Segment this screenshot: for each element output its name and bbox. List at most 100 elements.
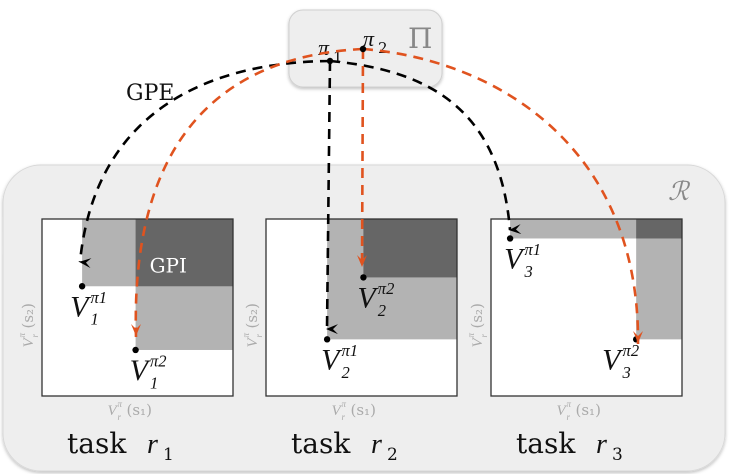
value-label-pi2-sup: π2 bbox=[150, 351, 167, 370]
y-axis-sup: π bbox=[241, 333, 251, 338]
x-axis-V: V bbox=[332, 403, 343, 419]
y-axis-arg: (s₂) bbox=[468, 303, 486, 328]
y-axis-arg: (s₂) bbox=[19, 303, 37, 328]
gpi-region bbox=[135, 219, 233, 287]
value-label-pi2-sup: π2 bbox=[378, 279, 395, 298]
gpi-region bbox=[636, 219, 682, 239]
y-axis-V: V bbox=[21, 337, 37, 348]
task-word: task bbox=[67, 427, 127, 460]
policy-2-point bbox=[359, 45, 367, 53]
policy-2-sub: 2 bbox=[378, 39, 388, 57]
arrowhead-pi2-task3 bbox=[633, 331, 643, 343]
value-label-pi1-sub: 3 bbox=[524, 262, 533, 281]
task-word: task bbox=[291, 427, 351, 460]
value-point-pi2 bbox=[132, 346, 139, 354]
plot-frame bbox=[490, 218, 683, 397]
gpe-label: GPE bbox=[126, 81, 174, 106]
task-sub: 2 bbox=[387, 445, 398, 465]
policy-1-name: π bbox=[318, 35, 330, 60]
x-axis-sub: r bbox=[342, 412, 346, 422]
gpe-arrow-pi1-task1 bbox=[78, 59, 331, 269]
arrowhead-pi2-task2 bbox=[357, 255, 367, 267]
plot-frame bbox=[41, 218, 234, 397]
policy-1-sub: 1 bbox=[333, 48, 343, 66]
y-axis-sup: π bbox=[466, 333, 476, 338]
value-label-pi2-sup: π2 bbox=[623, 341, 640, 360]
value-label-pi2-V: V bbox=[130, 354, 152, 387]
y-axis-V: V bbox=[470, 337, 486, 348]
value-label-pi1-sup: π1 bbox=[342, 341, 359, 360]
policy-set-symbol: Π bbox=[408, 22, 432, 55]
value-point-pi1 bbox=[323, 336, 331, 343]
x-axis-V: V bbox=[108, 403, 119, 419]
value-label-pi2-sub: 2 bbox=[378, 301, 386, 320]
value-label-pi1-sup: π1 bbox=[91, 288, 108, 307]
y-axis-arg: (s₂) bbox=[243, 303, 261, 328]
task-word: task bbox=[516, 427, 576, 460]
x-axis-arg: (s₁) bbox=[127, 401, 152, 419]
gpe-arrow-pi2-task3 bbox=[362, 47, 640, 345]
x-axis-arg: (s₁) bbox=[351, 401, 376, 419]
dominance-region-pi2 bbox=[636, 219, 682, 340]
reward-set-symbol: ℛ bbox=[668, 177, 691, 206]
arrowhead-pi2-task1 bbox=[131, 324, 141, 336]
policy-label-2: π 2 bbox=[363, 26, 388, 57]
value-label-pi1-sub: 2 bbox=[342, 363, 350, 382]
value-point-pi2 bbox=[360, 274, 367, 281]
policy-1-point bbox=[326, 57, 334, 65]
gpe-arrow-pi2-task2 bbox=[360, 48, 365, 269]
y-axis-V: V bbox=[245, 337, 261, 348]
gpi-region bbox=[363, 219, 457, 278]
x-axis-V: V bbox=[557, 403, 568, 419]
task-reward: r bbox=[371, 429, 382, 460]
y-axis-sub: r bbox=[254, 334, 264, 338]
value-label-pi1-V: V bbox=[321, 343, 343, 376]
task-reward: r bbox=[147, 429, 158, 460]
task-sub: 1 bbox=[163, 445, 174, 465]
value-label-pi2-V: V bbox=[357, 281, 379, 314]
task-reward: r bbox=[596, 429, 607, 460]
gpe-arrow-pi2-task1 bbox=[134, 47, 364, 338]
y-axis-sup: π bbox=[17, 333, 27, 338]
value-label-pi1-V: V bbox=[70, 290, 92, 323]
gpi-label: GPI bbox=[150, 253, 187, 277]
gpe-arrow-pi1-task3 bbox=[329, 59, 522, 235]
value-label-pi1-sup: π1 bbox=[525, 240, 542, 259]
x-axis-sub: r bbox=[118, 412, 122, 422]
x-axis-sub: r bbox=[567, 412, 571, 422]
y-axis-sub: r bbox=[479, 334, 489, 338]
task-sub: 3 bbox=[612, 445, 623, 465]
gpe-arrow-pi1-task2 bbox=[325, 60, 339, 335]
x-axis-sup: π bbox=[567, 399, 572, 409]
value-label-pi2-sub: 3 bbox=[622, 363, 631, 382]
x-axis-sup: π bbox=[342, 399, 347, 409]
value-label-pi1-V: V bbox=[504, 242, 526, 275]
x-axis-arg: (s₁) bbox=[576, 401, 601, 419]
value-point-pi1 bbox=[78, 283, 86, 290]
value-label-pi1-sub: 1 bbox=[91, 310, 99, 329]
value-label-pi2-sub: 1 bbox=[150, 373, 158, 392]
x-axis-sup: π bbox=[118, 399, 123, 409]
y-axis-sub: r bbox=[30, 334, 40, 338]
policy-2-name: π bbox=[363, 26, 375, 51]
value-point-pi1 bbox=[506, 235, 514, 242]
